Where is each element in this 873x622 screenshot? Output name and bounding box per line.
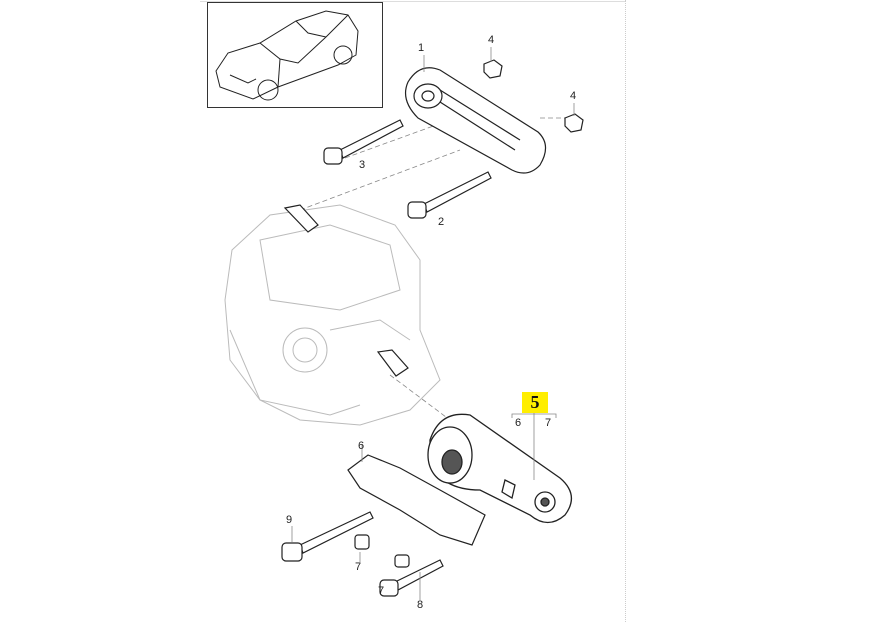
callout-4-b: 4 — [570, 90, 577, 102]
part-4-nut-b — [564, 113, 584, 133]
engine-block — [224, 204, 441, 426]
part-7-bolt-a — [354, 534, 370, 550]
part-6-bracket — [347, 454, 486, 546]
callout-5-sub-7: 7 — [545, 417, 552, 429]
part-4-nut-a — [483, 59, 503, 79]
callout-9: 9 — [286, 514, 293, 526]
callout-8: 8 — [417, 599, 424, 611]
part-7-bolt-b — [394, 554, 410, 568]
part-2-bolt-head — [407, 201, 427, 219]
part-3-bolt — [339, 119, 404, 159]
frame-right-border — [625, 0, 626, 622]
frame-top-line — [200, 1, 625, 2]
callout-6: 6 — [358, 440, 365, 452]
callout-3: 3 — [359, 159, 366, 171]
callout-4-a: 4 — [488, 34, 495, 46]
part-8-bolt-head — [379, 579, 399, 597]
part-3-bolt-head — [323, 147, 343, 165]
part-2-bolt — [423, 171, 492, 213]
part-1-upper-mount — [405, 67, 547, 174]
vehicle-thumbnail — [207, 2, 383, 108]
part-5-lower-mount — [427, 413, 572, 524]
callout-2: 2 — [438, 216, 445, 228]
car-outline-icon — [215, 10, 359, 101]
callout-1: 1 — [418, 42, 425, 54]
part-9-bolt-head — [281, 542, 303, 562]
callout-7-b: 7 — [378, 585, 385, 597]
callout-5-sub-6: 6 — [515, 417, 522, 429]
callout-5-highlighted[interactable]: 5 — [522, 392, 548, 413]
callout-7-a: 7 — [355, 561, 362, 573]
